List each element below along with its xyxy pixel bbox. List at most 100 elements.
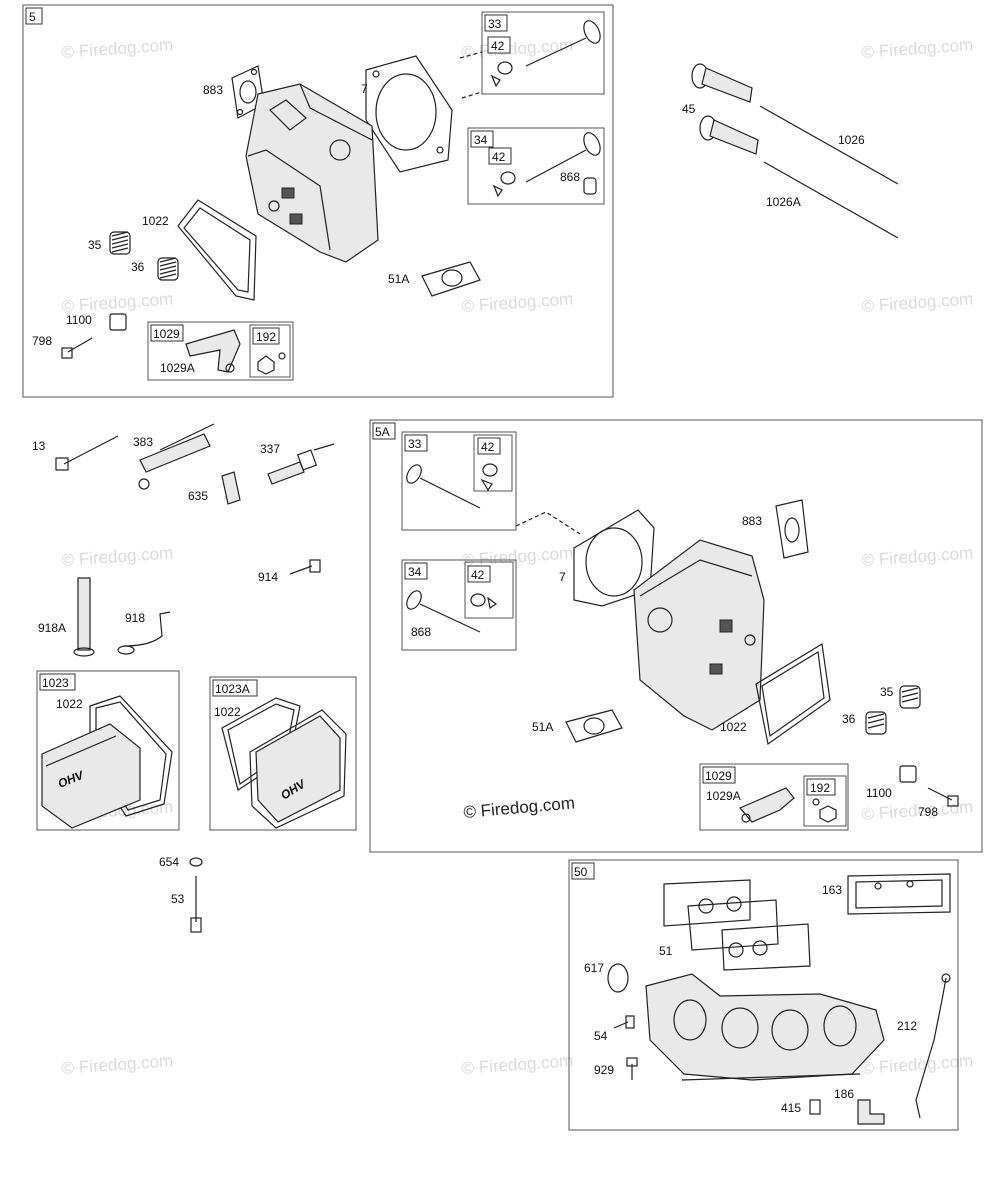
pushrod-icon: [759, 105, 899, 185]
callout-918: 918: [125, 611, 145, 625]
section-label: 5A: [375, 425, 390, 439]
spring-icon: [899, 685, 921, 709]
valve-cover-icon: OHV: [41, 723, 141, 829]
plug-icon: [809, 1099, 821, 1115]
watermark: © Firedog.com: [61, 543, 174, 570]
callout-45: 45: [682, 102, 696, 116]
callout-51a: 51A: [532, 720, 553, 734]
screw-icon: [613, 1015, 635, 1029]
valve-keeper-icon: [480, 463, 498, 492]
stud-icon: [190, 876, 202, 933]
callout-7: 7: [361, 82, 368, 96]
callout-1022: 1022: [142, 214, 169, 228]
spring-icon: [157, 257, 179, 281]
callout-35: 35: [88, 238, 102, 252]
callout-36: 36: [131, 260, 145, 274]
callout-212: 212: [897, 1019, 917, 1033]
watermark: © Firedog.com: [61, 289, 174, 316]
callout-163: 163: [822, 883, 842, 897]
watermark: © Firedog.com: [461, 35, 574, 62]
watermark: © Firedog.com: [861, 543, 974, 570]
callout-51a: 51A: [388, 272, 409, 286]
watermark: © Firedog.com: [861, 289, 974, 316]
callout-1100: 1100: [66, 313, 92, 327]
callout-34: 34: [474, 133, 488, 147]
intake-gasket-icon: [421, 261, 481, 297]
section-5: 5 883 7 33: [22, 4, 614, 398]
valves-pushrods: 45 1026 1026A: [682, 63, 899, 239]
exhaust-gasket-icon: [775, 499, 809, 559]
callout-1029a: 1029A: [706, 789, 741, 803]
section-label: 1023: [42, 676, 69, 690]
callout-1022: 1022: [720, 720, 747, 734]
cylinder-head-icon: [633, 539, 765, 731]
callout-13: 13: [32, 439, 46, 453]
callout-192: 192: [256, 330, 276, 344]
callout-1026a: 1026A: [766, 195, 801, 209]
callout-654: 654: [159, 855, 179, 869]
valve-icon: [406, 590, 481, 633]
callout-1029: 1029: [153, 327, 180, 341]
section-label: 50: [574, 865, 588, 879]
valve-cover-gasket-icon: [755, 643, 831, 746]
callout-1100: 1100: [866, 786, 892, 800]
dipstick-tube-icon: [915, 973, 951, 1119]
callout-415: 415: [781, 1101, 801, 1115]
section-label: 5: [29, 10, 36, 24]
elbow-fitting-icon: [857, 1099, 885, 1125]
breather-icon: [899, 765, 917, 783]
manifold-gasket-icon: [663, 879, 811, 971]
callout-1029a: 1029A: [160, 361, 195, 375]
screw-icon: [626, 1057, 638, 1080]
watermarks: © Firedog.com © Firedog.com © Firedog.co…: [61, 35, 974, 1078]
callout-33: 33: [488, 17, 502, 31]
callout-7: 7: [559, 570, 566, 584]
callout-883: 883: [742, 514, 762, 528]
section-1023: 1023 1022 OHV: [36, 670, 180, 831]
callout-798: 798: [918, 805, 938, 819]
callout-54: 54: [594, 1029, 608, 1043]
watermark: © Firedog.com: [861, 1051, 974, 1078]
callout-42: 42: [471, 568, 485, 582]
pushrod-icon: [763, 161, 899, 239]
callout-337: 337: [260, 442, 280, 456]
valve-icon: [525, 20, 601, 67]
screw-icon: [289, 559, 321, 575]
callout-798: 798: [32, 334, 52, 348]
bolt-icon: [55, 435, 119, 471]
valve-keeper-icon: [490, 61, 513, 88]
intake-gasket-icon: [565, 709, 623, 743]
section-50: 50 163 51 617: [568, 859, 959, 1131]
watermark: © Firedog.com: [461, 289, 574, 316]
section-1023a: 1023A 1022 OHV: [209, 676, 357, 831]
valve-guide-icon: [583, 177, 597, 195]
callout-1026: 1026: [838, 133, 865, 147]
spring-icon: [865, 711, 887, 735]
section-label: 1023A: [215, 682, 250, 696]
callout-918a: 918A: [38, 621, 66, 635]
callout-53: 53: [171, 892, 185, 906]
nut-and-stud: 654 53: [159, 855, 203, 933]
rocker-arm-icon: [185, 329, 241, 373]
nut-icon: [189, 857, 203, 867]
callout-36: 36: [842, 712, 856, 726]
cylinder-head-icon: [245, 83, 379, 263]
screw-icon: [61, 337, 93, 359]
valve-cover-gasket-icon: [177, 199, 257, 301]
callout-635: 635: [188, 489, 208, 503]
callout-914: 914: [258, 570, 278, 584]
callout-42: 42: [491, 39, 505, 53]
watermark: © Firedog.com: [61, 1051, 174, 1078]
callout-35: 35: [880, 685, 894, 699]
callout-51: 51: [659, 944, 673, 958]
spark-plug-icon: [267, 443, 335, 485]
watermark: © Firedog.com: [61, 35, 174, 62]
o-ring-icon: [607, 963, 629, 993]
valve-icon: [406, 464, 481, 509]
callout-1029: 1029: [705, 769, 732, 783]
callout-883: 883: [203, 83, 223, 97]
valve-keeper-icon: [492, 171, 516, 198]
misc-parts: 13 383 337 635 914 918A: [32, 423, 335, 657]
breather-tube-icon: [117, 611, 171, 655]
breather-icon: [109, 313, 127, 331]
